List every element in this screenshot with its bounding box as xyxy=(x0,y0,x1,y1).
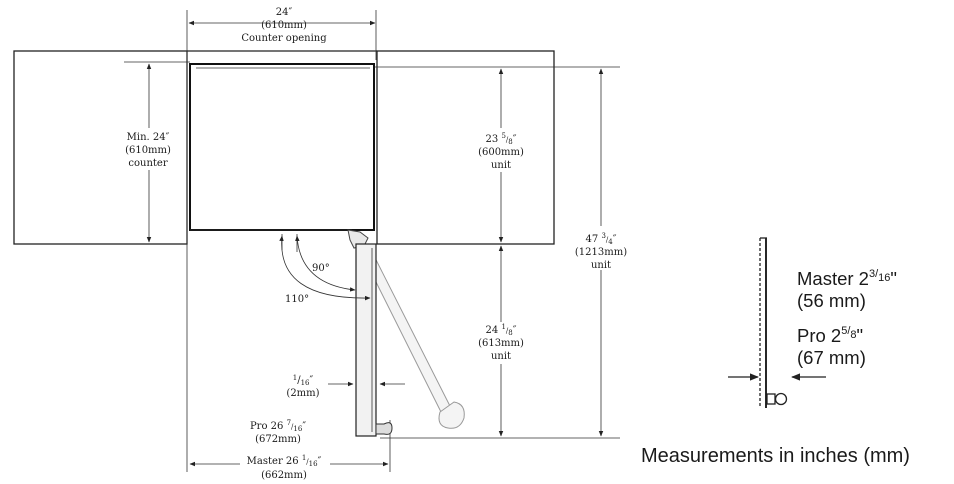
unit-body xyxy=(189,63,375,231)
counter-depth-value: Min. 24″ xyxy=(127,132,170,143)
gap-dimension: 1/16″ (2mm) xyxy=(286,374,405,399)
master-handle-depth: Master 23/16" xyxy=(797,268,897,289)
handle-detail: Master 23/16" (56 mm) Pro 25/8" (67 mm) xyxy=(728,237,897,408)
dishwasher-unit xyxy=(189,63,375,249)
counter-opening-dimension: 24″ (610mm) Counter opening xyxy=(188,7,376,44)
angle-110-label: 110° xyxy=(285,294,309,305)
total-height-dimension: 47 3/4″ (1213mm) unit xyxy=(575,68,627,437)
total-height-label: unit xyxy=(591,260,611,271)
door-handle xyxy=(375,422,393,435)
pro-handle-depth: Pro 25/8" xyxy=(797,325,863,346)
door-closed-position xyxy=(355,243,393,437)
door-drop-label: unit xyxy=(491,351,511,362)
unit-height-label: unit xyxy=(491,160,511,171)
handle-knob xyxy=(774,392,788,406)
counter-depth-metric: (610mm) xyxy=(125,145,171,156)
unit-height-metric: (600mm) xyxy=(478,147,524,158)
door-panel xyxy=(355,243,377,437)
total-height-metric: (1213mm) xyxy=(575,247,627,258)
door-drop-dimension: 24 1/8″ (613mm) unit xyxy=(478,245,524,437)
pro-depth-metric: (672mm) xyxy=(255,434,301,445)
unit-height-value: 23 5/8″ xyxy=(486,132,517,146)
master-handle-metric: (56 mm) xyxy=(797,290,866,311)
unit-height-dimension: 23 5/8″ (600mm) unit xyxy=(478,68,524,243)
master-depth-metric: (662mm) xyxy=(261,470,307,481)
angle-90-label: 90° xyxy=(312,263,330,274)
gap-value: 1/16″ xyxy=(293,374,314,387)
handle-bracket xyxy=(766,393,776,405)
master-depth-value: Master 26 1/16″ xyxy=(247,454,322,468)
counter-opening-label: Counter opening xyxy=(241,33,327,44)
counter-opening-value: 24″ xyxy=(276,7,293,18)
pro-handle-metric: (67 mm) xyxy=(797,347,866,368)
counter-depth-label: counter xyxy=(128,158,167,169)
pro-depth-value: Pro 26 7/16″ xyxy=(250,419,306,433)
right-cabinet xyxy=(376,50,555,245)
counter-depth-dimension: Min. 24″ (610mm) counter xyxy=(125,63,171,243)
total-height-value: 47 3/4″ xyxy=(586,232,617,246)
depth-dimensions: Pro 26 7/16″ (672mm) Master 26 1/16″ (66… xyxy=(189,419,389,481)
door-drop-metric: (613mm) xyxy=(478,338,524,349)
door-swing-angles: 90° 110° xyxy=(279,234,371,305)
counter-opening-metric: (610mm) xyxy=(261,20,307,31)
extension-lines xyxy=(124,10,620,472)
door-drop-value: 24 1/8″ xyxy=(486,323,517,337)
gap-metric: (2mm) xyxy=(286,388,319,399)
measurements-footer: Measurements in inches (mm) xyxy=(641,445,910,467)
